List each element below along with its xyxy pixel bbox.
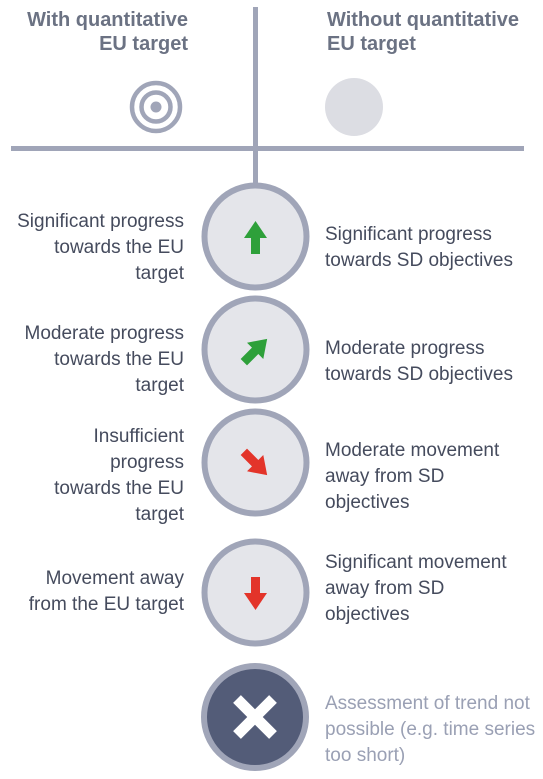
vertical-divider-connector xyxy=(253,151,258,211)
arrow-down-right-icon xyxy=(201,408,310,517)
row-3-left-line-1: Insufficient xyxy=(93,426,184,447)
row-1-left-label: Significant progress towards the EU targ… xyxy=(17,209,184,287)
row-3-right-line-1: Moderate movement xyxy=(325,440,500,461)
cross-icon xyxy=(201,663,309,771)
not-possible-line-2: possible (e.g. time series xyxy=(325,719,536,740)
row-1-right-line-1: Significant progress xyxy=(325,224,492,245)
row-3-left-label: Insufficient progress towards the EU tar… xyxy=(54,424,184,528)
row-3-left-line-2: progress xyxy=(110,452,184,473)
target-icon xyxy=(129,80,183,134)
arrow-down-icon xyxy=(201,538,310,647)
not-possible-line-1: Assessment of trend not xyxy=(325,693,530,714)
row-1-left-line-3: target xyxy=(135,263,184,284)
row-3-right-line-3: objectives xyxy=(325,492,410,513)
header-with-target-line-1: With quantitative xyxy=(27,9,188,31)
row-2-left-label: Moderate progress towards the EU target xyxy=(25,321,184,399)
header-without-target-line-1: Without quantitative xyxy=(327,9,520,31)
header-with-target: With quantitative EU target xyxy=(27,8,188,56)
row-2-left-line-2: towards the EU xyxy=(54,349,184,370)
row-4-right-line-1: Significant movement xyxy=(325,552,507,573)
row-4-right-line-3: objectives xyxy=(325,604,410,625)
row-1-right-label: Significant progress towards SD objectiv… xyxy=(325,222,513,274)
arrow-up-right-icon xyxy=(201,295,310,404)
header-with-target-line-2: EU target xyxy=(99,33,188,55)
header-without-target-line-2: EU target xyxy=(327,33,416,55)
not-possible-label: Assessment of trend not possible (e.g. t… xyxy=(325,691,535,769)
row-2-right-label: Moderate progress towards SD objectives xyxy=(325,336,513,388)
row-3-left-line-4: target xyxy=(135,504,184,525)
row-1-left-line-1: Significant progress xyxy=(17,211,184,232)
row-2-left-line-1: Moderate progress xyxy=(24,323,184,344)
row-4-left-line-2: from the EU target xyxy=(28,594,184,615)
row-3-left-line-3: towards the EU xyxy=(54,478,184,499)
row-2-left-line-3: target xyxy=(135,375,184,396)
header-without-target: Without quantitative EU target xyxy=(327,8,519,56)
row-3-right-label: Moderate movement away from SD objective… xyxy=(325,438,499,516)
not-possible-line-3: too short) xyxy=(325,745,406,766)
row-1-right-line-2: towards SD objectives xyxy=(325,250,513,271)
row-3-right-line-2: away from SD xyxy=(325,466,445,487)
row-4-left-label: Movement away from the EU target xyxy=(29,566,184,618)
row-2-right-line-1: Moderate progress xyxy=(325,338,485,359)
vertical-divider-top xyxy=(253,7,258,151)
arrow-up-icon xyxy=(201,182,310,291)
horizontal-divider xyxy=(11,146,524,151)
row-4-right-line-2: away from SD xyxy=(325,578,445,599)
row-4-right-label: Significant movement away from SD object… xyxy=(325,550,507,628)
row-4-left-line-1: Movement away xyxy=(45,568,184,589)
row-1-left-line-2: towards the EU xyxy=(54,237,184,258)
row-2-right-line-2: towards SD objectives xyxy=(325,364,513,385)
filled-circle-icon xyxy=(325,78,383,136)
